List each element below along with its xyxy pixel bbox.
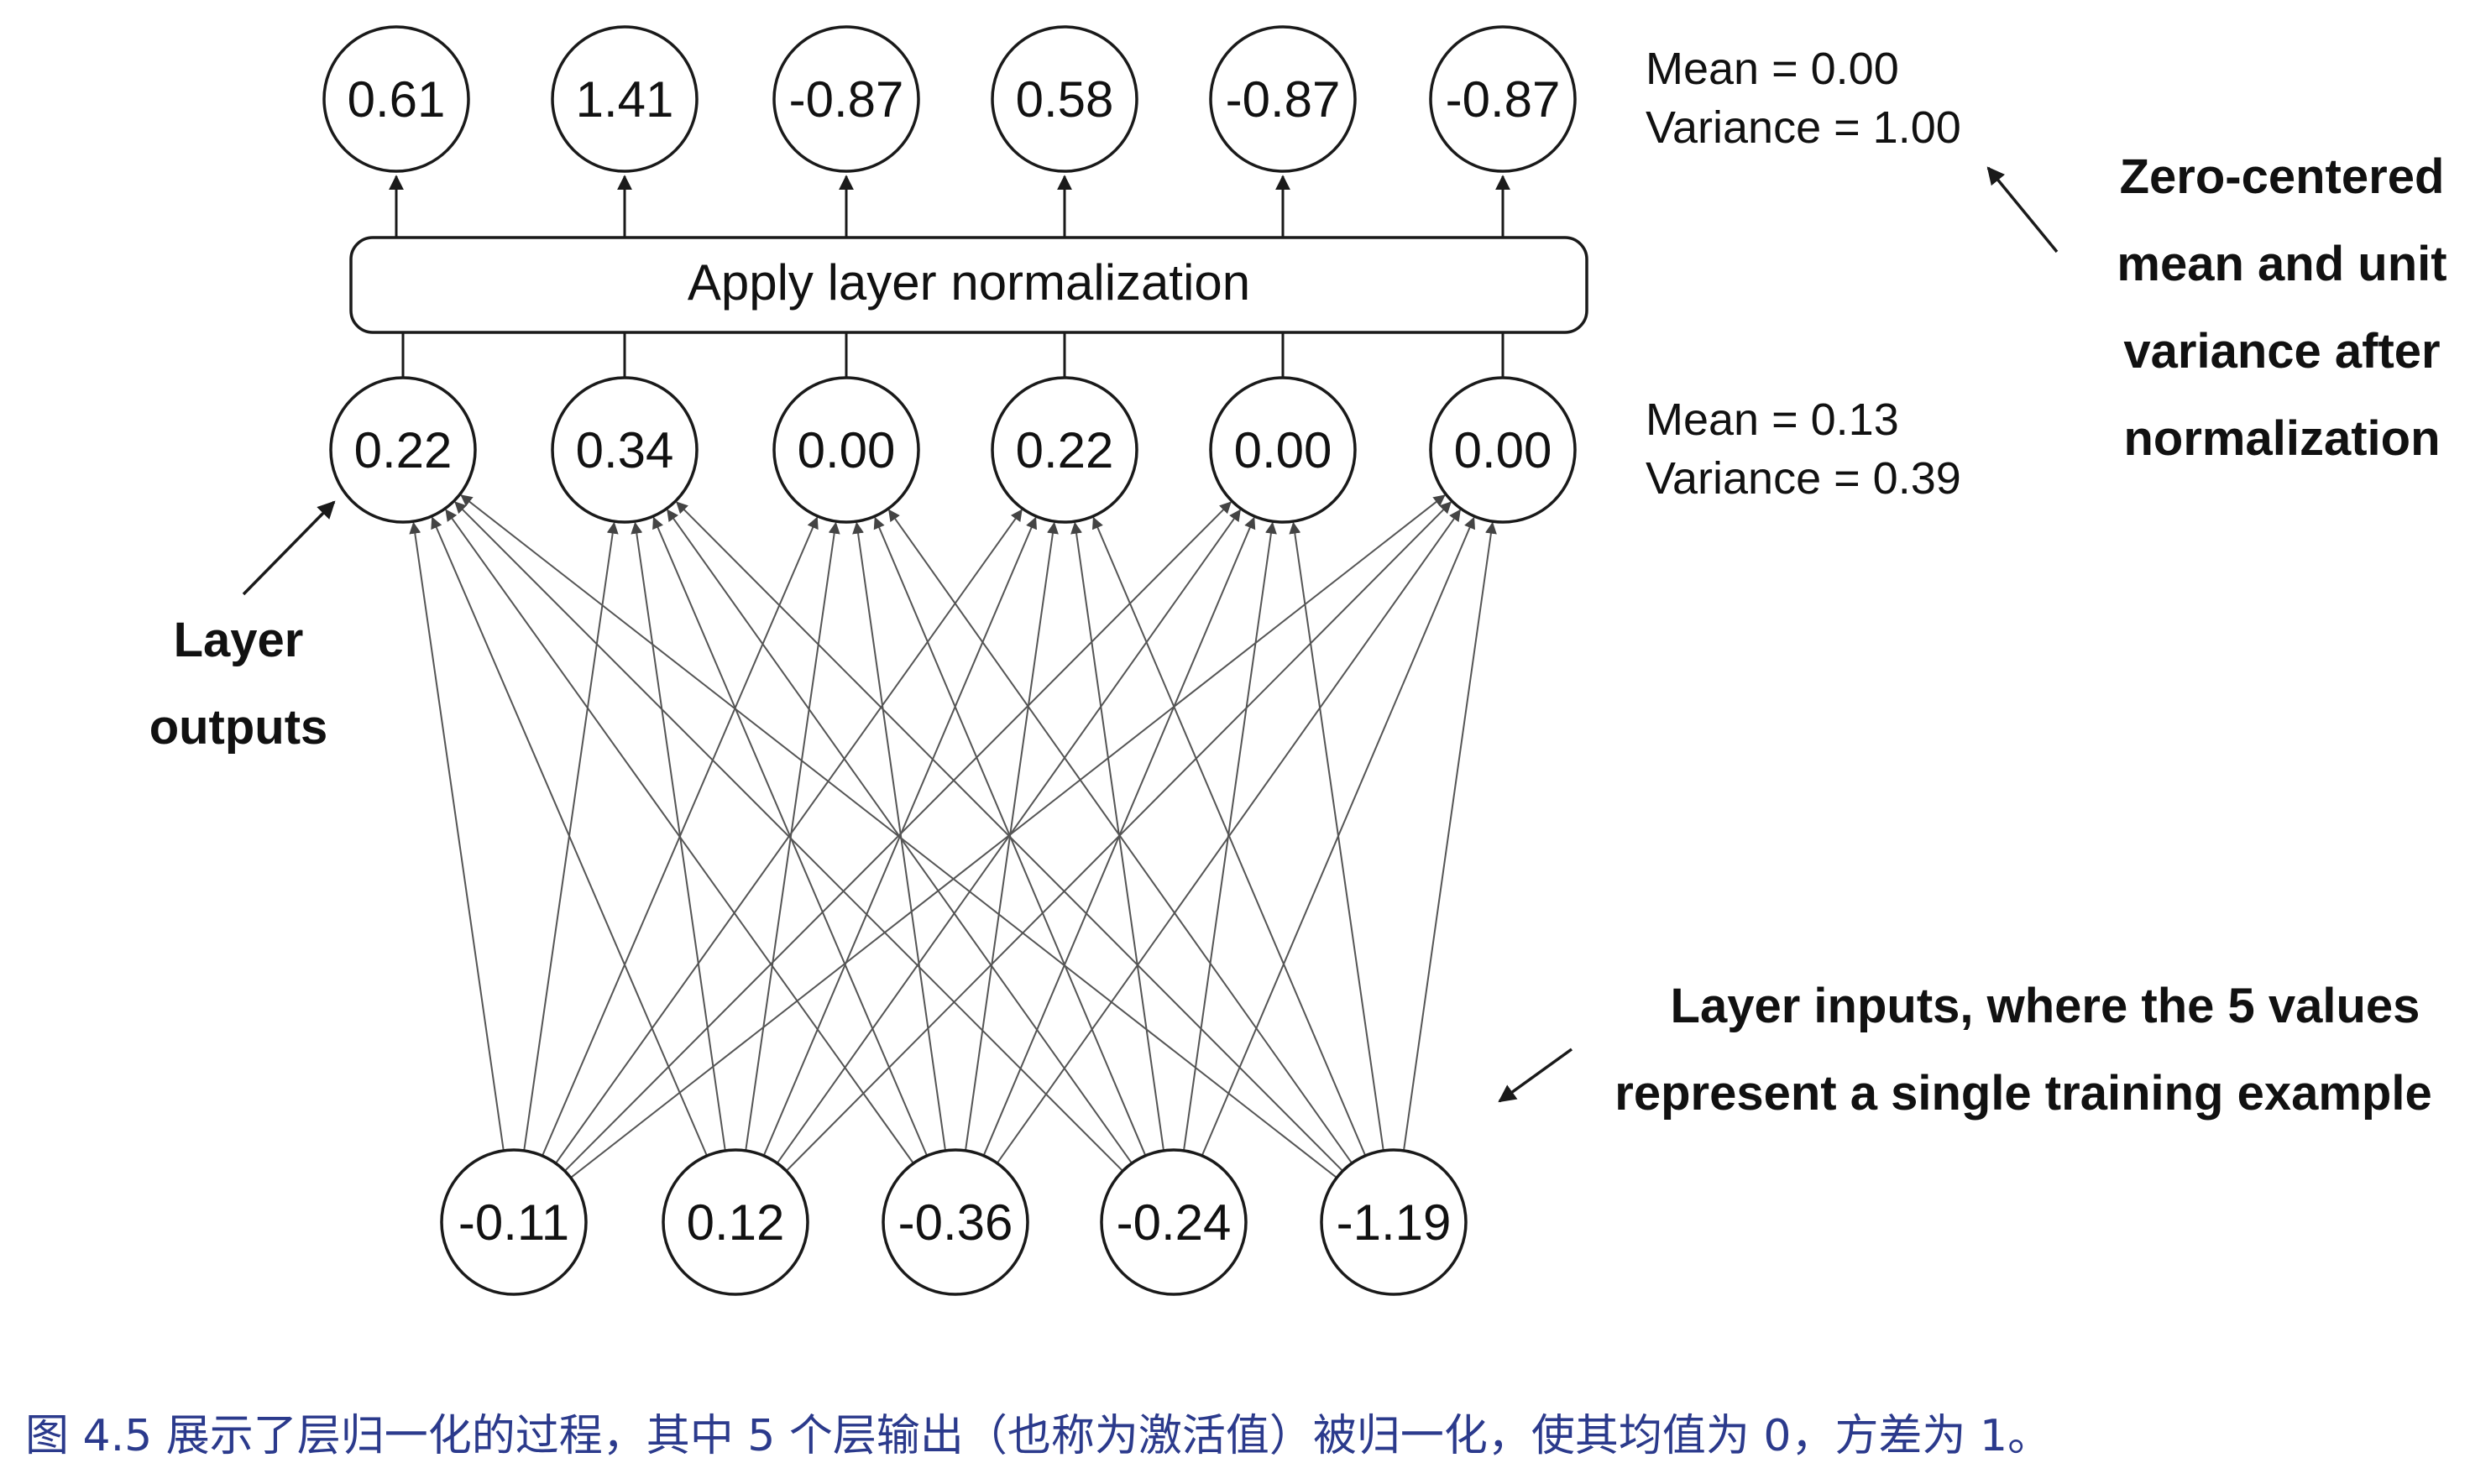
normalized-output-node-value: -0.87: [1446, 71, 1561, 128]
layer-output-node-value: 0.22: [354, 422, 453, 478]
layer-input-node-value: -0.36: [898, 1194, 1013, 1251]
normalized-output-node-value: -0.87: [1226, 71, 1341, 128]
connection-line: [1070, 521, 1164, 1151]
normalized-output-node-value: 0.58: [1016, 71, 1114, 128]
stats-before-mean: Mean = 0.13: [1646, 395, 1899, 445]
layer-output-node-circle: [991, 376, 1138, 524]
connection-line: [1289, 521, 1384, 1152]
layer-output-node-circle: [551, 376, 699, 524]
connection-line: [431, 516, 708, 1157]
layer-input-node-value: 0.12: [687, 1194, 785, 1251]
layer-output-node-circle: [1429, 376, 1577, 524]
normalized-output-node-circle: [551, 25, 699, 173]
layer-output-node: 0.34: [551, 376, 699, 524]
layer-input-node-circle: [662, 1148, 809, 1296]
normalized-output-node: 0.58: [991, 25, 1138, 173]
figure-caption: 图 4.5 展示了层归一化的过程，其中 5 个层输出（也称为激活值）被归一化，使…: [25, 1411, 2052, 1461]
connection-line: [1183, 521, 1277, 1151]
annotation-zero-centered-line4: normalization: [2123, 411, 2440, 466]
layer-output-node-circle: [1209, 376, 1357, 524]
normalized-output-node-circle: [322, 25, 470, 173]
normalized-output-node: -0.87: [1429, 25, 1577, 173]
stats-before-variance: Variance = 0.39: [1646, 453, 1961, 504]
annotation-zero-centered-line3: variance after: [2123, 324, 2440, 379]
normalized-output-node-circle: [772, 25, 920, 173]
annotation-layer-inputs-line1: Layer inputs, where the 5 values: [1671, 979, 2420, 1033]
layer-input-node: -0.24: [1100, 1148, 1248, 1296]
layer-input-node-circle: [1320, 1148, 1468, 1296]
annotation-layer-inputs-line2: represent a single training example: [1614, 1066, 2431, 1121]
normalized-output-nodes: 0.61 1.41 -0.87 0.58 -0.87 -0.87: [322, 25, 1577, 173]
layer-input-node-circle: [1100, 1148, 1248, 1296]
annotation-layer-inputs-arrow: [1498, 1048, 1573, 1103]
layer-input-nodes: -0.11 0.12 -0.36 -0.24 -1.19: [440, 1148, 1468, 1296]
normalized-output-node: -0.87: [1209, 25, 1357, 173]
connection-line: [888, 509, 1353, 1164]
layer-output-node-value: 0.22: [1016, 422, 1114, 478]
layer-output-node: 0.22: [329, 376, 477, 524]
annotation-layer-outputs-line1: Layer: [174, 613, 304, 667]
stats-after-mean: Mean = 0.00: [1646, 44, 1899, 94]
layer-output-node: 0.00: [1209, 376, 1357, 524]
normalized-output-node: 0.61: [322, 25, 470, 173]
connection-line: [570, 494, 1446, 1178]
layer-input-node: -0.36: [882, 1148, 1029, 1296]
layer-input-node-circle: [440, 1148, 588, 1296]
layer-input-node: -0.11: [440, 1148, 588, 1296]
normalization-stubs: [389, 175, 1510, 378]
connection-line: [563, 501, 1232, 1172]
layer-output-node-value: 0.00: [798, 422, 896, 478]
layer-input-node-value: -0.11: [458, 1194, 569, 1251]
stats-after-variance: Variance = 1.00: [1646, 102, 1961, 153]
annotation-layer-inputs: Layer inputs, where the 5 values represe…: [1498, 979, 2432, 1121]
annotation-zero-centered-arrow: [1986, 166, 2059, 253]
connection-line: [460, 494, 1337, 1178]
layer-output-node-circle: [772, 376, 920, 524]
layer-input-node-circle: [882, 1148, 1029, 1296]
normalized-output-node-circle: [1209, 25, 1357, 173]
layer-output-node: 0.00: [1429, 376, 1577, 524]
annotation-zero-centered-line2: mean and unit: [2117, 237, 2446, 291]
normalized-output-node-circle: [991, 25, 1138, 173]
annotation-zero-centered: Zero-centered mean and unit variance aft…: [1986, 149, 2447, 466]
layer-output-node-value: 0.00: [1454, 422, 1552, 478]
connection-line: [454, 501, 1124, 1172]
normalized-output-node-value: 1.41: [576, 71, 674, 128]
normalized-output-node-value: -0.87: [789, 71, 904, 128]
normalized-output-node: 1.41: [551, 25, 699, 173]
annotation-layer-outputs-arrow: [242, 500, 336, 596]
layer-input-node-value: -0.24: [1117, 1194, 1232, 1251]
annotation-zero-centered-line1: Zero-centered: [2120, 149, 2445, 204]
normalized-output-node-circle: [1429, 25, 1577, 173]
layer-output-nodes: 0.22 0.34 0.00 0.22 0.00 0.00: [329, 376, 1577, 524]
connection-line: [1403, 521, 1497, 1151]
normalization-box: Apply layer normalization: [349, 236, 1588, 334]
connection-line: [1091, 516, 1367, 1157]
layer-input-node: 0.12: [662, 1148, 809, 1296]
connection-lines: [409, 494, 1497, 1178]
normalized-output-node-value: 0.61: [348, 71, 446, 128]
normalization-box-label: Apply layer normalization: [688, 254, 1250, 311]
layer-input-node: -1.19: [1320, 1148, 1468, 1296]
layer-output-node-circle: [329, 376, 477, 524]
annotation-layer-outputs-line2: outputs: [149, 700, 328, 755]
connection-line: [676, 501, 1344, 1172]
layer-output-node-value: 0.34: [576, 422, 674, 478]
layer-output-node: 0.22: [991, 376, 1138, 524]
connection-line: [445, 509, 914, 1164]
layer-output-node-value: 0.00: [1234, 422, 1332, 478]
connection-line: [852, 521, 946, 1151]
annotation-layer-outputs: Layer outputs: [149, 500, 336, 755]
normalized-output-node: -0.87: [772, 25, 920, 173]
layer-output-node: 0.00: [772, 376, 920, 524]
connection-line: [409, 521, 505, 1152]
layer-input-node-value: -1.19: [1337, 1194, 1452, 1251]
